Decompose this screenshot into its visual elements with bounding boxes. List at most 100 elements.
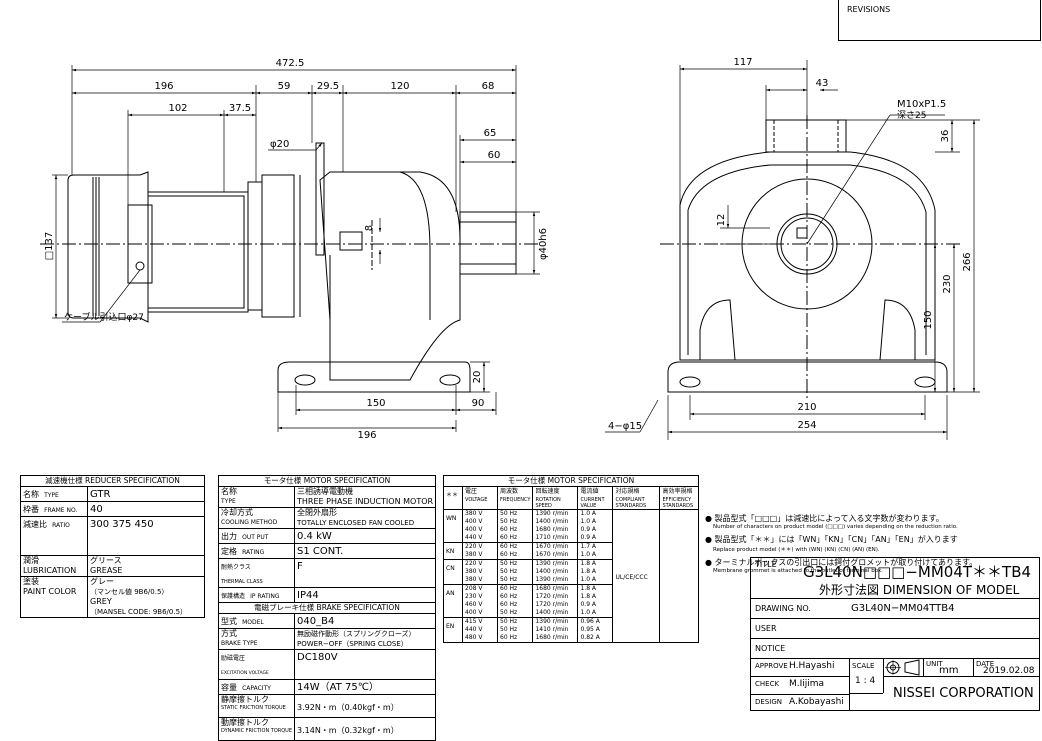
unit-label: UNIT	[926, 660, 943, 668]
cell-current: 1.8 A	[580, 560, 597, 567]
front-view	[660, 115, 960, 400]
reducer-lube-jp: 潤滑	[23, 556, 39, 565]
cell-speed: 1410 r/min	[535, 626, 569, 633]
reducer-paint-en: PAINT COLOR	[23, 587, 77, 596]
dim-150-front: 150	[923, 310, 934, 329]
brake-model-en: MODEL	[242, 619, 264, 626]
unit-value: mm	[939, 665, 959, 676]
dim-43: 43	[816, 78, 829, 89]
cell-current: 1.0 A	[580, 551, 597, 558]
motor-thermal-jp: 耐熱クラス	[221, 564, 251, 571]
cell-current: 1.0 A	[580, 609, 597, 616]
cell-current: 0.9 A	[580, 601, 597, 608]
dim-230: 230	[942, 274, 953, 293]
reducer-spec-title: 減速機仕様 REDUCER SPECIFICATION	[20, 475, 205, 487]
motor-spec-title: モータ仕様 MOTOR SPECIFICATION	[217, 475, 437, 487]
note-1: ● 製品型式「□□□」は減速比によって入る文字数が変わります。 Number o…	[705, 513, 1040, 530]
drawing-sheet: REVISIONS	[20, 0, 1041, 741]
cell-code: CN	[446, 565, 455, 572]
revisions-label: REVISIONS	[847, 5, 891, 14]
cell-voltage: 440 V	[465, 534, 483, 541]
cell-voltage: 380 V	[465, 576, 483, 583]
cell-speed: 1400 r/min	[535, 568, 569, 575]
dim-sq137: □137	[44, 232, 55, 261]
reducer-paint-value: グレー	[90, 577, 114, 586]
cell-speed: 1400 r/min	[535, 609, 569, 616]
cell-voltage: 380 V	[465, 510, 483, 517]
note-3-en: Membrane grommet is attached to the outl…	[713, 568, 883, 574]
cell-voltage: 400 V	[465, 518, 483, 525]
motor-ip-en: IP RATING	[250, 593, 280, 600]
brake-voltage-jp: 励磁電圧	[221, 655, 246, 662]
cable-entry-label: ケーブル引込口φ27	[64, 311, 144, 323]
projection-symbol-icon	[885, 659, 920, 676]
dimension-drawing: 472.5 196 102 37.5 59 29.5 120 68 65 60 …	[40, 57, 980, 441]
brake-dynamic-en: DYNAMIC FRICTION TORQUE	[221, 728, 292, 734]
dim-68: 68	[482, 81, 495, 92]
note-3: ● ターミナルボックスの引出口には鍔付グロメットが取り付けてあります。 Memb…	[705, 557, 1040, 574]
motor-ip-value: IP44	[297, 590, 319, 601]
cell-freq: 50 Hz	[500, 609, 518, 616]
reducer-frame-value: 40	[90, 504, 103, 515]
cell-speed: 1680 r/min	[535, 634, 569, 641]
brake-static-jp: 静摩擦トルク	[221, 695, 269, 704]
cell-speed: 1720 r/min	[535, 601, 569, 608]
reducer-ratio-value: 300 375 450	[90, 519, 154, 530]
cell-speed: 1390 r/min	[535, 510, 569, 517]
reducer-ratio-en: RATIO	[52, 522, 70, 529]
cell-voltage: 440 V	[465, 626, 483, 633]
approve-name: H.Hayashi	[789, 661, 835, 671]
note-2-en: Replace product model (＊＊) with (WN) (KN…	[713, 547, 880, 553]
notice-label: NOTICE	[755, 644, 786, 653]
cell-freq: 50 Hz	[500, 510, 518, 517]
thread-depth-label: 深さ25	[897, 110, 926, 121]
brake-type-value-en: POWER−OFF（SPRING CLOSE）	[297, 640, 408, 648]
cell-freq: 50 Hz	[500, 626, 518, 633]
cell-current: 1.8 A	[580, 568, 597, 575]
cell-freq: 60 Hz	[500, 543, 518, 550]
motor-ip-jp: 保護構造	[221, 593, 246, 600]
motor-type-en: TYPE	[221, 498, 236, 505]
dim-37-5: 37.5	[229, 103, 251, 114]
user-label: USER	[755, 624, 777, 633]
side-view	[40, 142, 540, 393]
dim-196: 196	[154, 81, 173, 92]
cell-current: 1.0 A	[580, 576, 597, 583]
motor-body	[67, 171, 149, 323]
col-voltage-jp: 電圧	[465, 488, 478, 495]
note-2: ● 製品型式「＊＊」には「WN」「KN」「CN」「AN」「EN」が入ります Re…	[705, 534, 1040, 553]
cell-current: 0.96 A	[580, 618, 600, 625]
cell-current: 1.7 A	[580, 543, 597, 550]
dim-150: 150	[366, 398, 385, 409]
brake-model-jp: 型式	[221, 617, 237, 626]
motor-output-value: 0.4 kW	[297, 531, 332, 542]
cell-freq: 60 Hz	[500, 551, 518, 558]
dim-8: 8	[364, 225, 375, 231]
cell-standards: UL/CE/CCC	[615, 574, 648, 581]
col-voltage-en: VOLTAGE	[465, 497, 488, 503]
cell-current: 0.9 A	[580, 526, 597, 533]
drawing-row: DRAWING NO. G3L40N−MM04TTB4	[751, 599, 1039, 619]
cell-current: 1.8 A	[580, 585, 597, 592]
brake-static-value: 3.92N・m（0.40kgf・m）	[297, 702, 399, 712]
cell-voltage: 208 V	[465, 585, 483, 592]
brake-voltage-value: DC180V	[297, 652, 338, 663]
cell-freq: 50 Hz	[500, 560, 518, 567]
col-std-jp: 対応規格	[615, 488, 640, 495]
design-label: DESIGN	[755, 698, 782, 706]
date-label: DATE	[976, 660, 995, 668]
notes: ● 製品型式「□□□」は減速比によって入る文字数が変わります。 Number o…	[705, 513, 1040, 578]
motor-type-value-en: THREE PHASE INDUCTION MOTOR	[297, 497, 434, 506]
cell-voltage: 415 V	[465, 618, 483, 625]
motor-voltage-title: モータ仕様 MOTOR SPECIFICATION	[443, 475, 699, 487]
dim-472-5: 472.5	[276, 58, 305, 69]
dim-holes: 4−φ15	[608, 421, 642, 432]
scale-value: 1 : 4	[855, 676, 876, 686]
cell-freq: 50 Hz	[500, 518, 518, 525]
cell-voltage: 220 V	[465, 560, 483, 567]
dim-36: 36	[940, 130, 951, 143]
reducer-paint-value-code: （マンセル値 9B6/0.5）	[90, 588, 169, 596]
note-3-jp: ● ターミナルボックスの引出口には鍔付グロメットが取り付けてあります。	[705, 558, 978, 567]
